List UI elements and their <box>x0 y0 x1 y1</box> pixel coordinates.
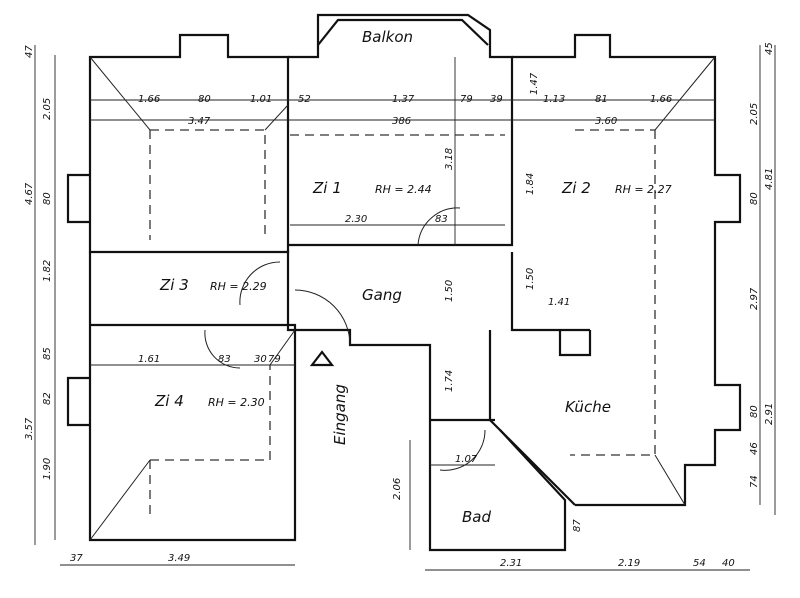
room-label-gang: Gang <box>362 286 402 304</box>
dim-text-l-4-67: 4.67 <box>24 182 35 205</box>
door-arc-zi4 <box>204 329 241 369</box>
dim-text-top-1-01: 1.01 <box>250 94 272 105</box>
dim-text-zi1-2-30: 2.30 <box>345 214 367 225</box>
dim-text-top-81: 81 <box>595 94 608 105</box>
room-label-bad: Bad <box>462 508 491 526</box>
room-label-zi4: Zi 4 <box>154 392 184 410</box>
dim-text-r-80a: 80 <box>749 192 760 205</box>
dim-text-zi4-79: 79 <box>268 354 281 365</box>
dim-text-bad-2-06: 2.06 <box>392 478 403 500</box>
room-label-zi3: Zi 3 <box>159 276 189 294</box>
dim-text-bad-87: 87 <box>572 519 583 532</box>
diag-zi4 <box>89 329 296 541</box>
dashed-zi4 <box>149 365 271 520</box>
dim-text-top-39: 39 <box>490 94 503 105</box>
dim-text-row-3-86: 386 <box>392 116 411 127</box>
room-height-zi2: RH = 2.27 <box>615 183 672 196</box>
dim-text-r-45: 45 <box>764 42 775 55</box>
dim-text-r-4-81: 4.81 <box>764 168 775 190</box>
dim-text-top-79: 79 <box>460 94 473 105</box>
dim-text-top-1-66a: 1.66 <box>138 94 160 105</box>
wall-kueche <box>488 330 592 506</box>
door-arc-zi3 <box>239 261 281 306</box>
dim-text-bot-3-49: 3.49 <box>168 553 190 564</box>
wall-left-notch <box>66 173 90 427</box>
dim-text-l-82: 82 <box>42 392 53 405</box>
dim-text-l-85: 85 <box>42 347 53 360</box>
dim-text-zi2-1-84: 1.84 <box>525 173 536 195</box>
room-label-zi2: Zi 2 <box>561 179 591 197</box>
dim-text-r-46: 46 <box>749 442 760 455</box>
dim-text-zi4-83: 83 <box>218 354 231 365</box>
wall-zi4 <box>88 252 297 542</box>
dashed-zi2 <box>570 129 656 456</box>
wall-bad <box>428 418 567 552</box>
dim-text-l-2-05: 2.05 <box>42 98 53 120</box>
dim-text-row-3-60: 3.60 <box>595 116 617 127</box>
diag-zi2 <box>654 56 716 506</box>
room-label-eingang: Eingang <box>331 384 349 445</box>
dashed-zi3 <box>149 129 266 240</box>
wall-zi2 <box>512 33 742 507</box>
dim-text-l-1-90: 1.90 <box>42 458 53 480</box>
dim-text-gang-1-50a: 1.50 <box>444 280 455 302</box>
dim-text-l-47: 47 <box>24 45 35 58</box>
dim-text-zi1-83: 83 <box>435 214 448 225</box>
dim-text-top-1-37: 1.37 <box>392 94 415 105</box>
room-height-zi4: RH = 2.30 <box>208 396 265 409</box>
wall-zi3 <box>88 33 290 254</box>
room-label-balkon: Balkon <box>362 28 413 46</box>
dim-text-top-1-66b: 1.66 <box>650 94 672 105</box>
dim-text-gang-1-50b: 1.50 <box>525 268 536 290</box>
dim-text-zi4-30: 30 <box>254 354 267 365</box>
diag-zi3 <box>89 56 289 131</box>
dim-text-zi1-3-18: 3.18 <box>444 148 455 170</box>
dim-text-bad-1-07: 1.07 <box>455 454 478 465</box>
door-arc-zi1 <box>417 207 461 246</box>
entrance-arrow-icon <box>309 350 335 367</box>
dim-text-l-3-57: 3.57 <box>24 417 35 440</box>
dim-text-bot-54: 54 <box>693 558 706 569</box>
dim-text-l-80: 80 <box>42 192 53 205</box>
room-label-kueche: Küche <box>565 398 611 416</box>
dim-text-zi4-1-61: 1.61 <box>138 354 160 365</box>
dim-text-row-3-47: 3.47 <box>188 116 211 127</box>
door-arc-bad <box>439 429 486 471</box>
dim-text-bot-37: 37 <box>70 553 83 564</box>
dim-text-top-80: 80 <box>198 94 211 105</box>
room-height-zi3: RH = 2.29 <box>210 280 267 293</box>
dim-text-r-2-05: 2.05 <box>749 103 760 125</box>
dim-text-r-2-91: 2.91 <box>764 403 775 425</box>
door-arc-entrance <box>294 289 351 346</box>
dim-text-r-74: 74 <box>749 475 760 488</box>
room-label-zi1: Zi 1 <box>312 179 342 197</box>
room-height-zi1: RH = 2.44 <box>375 183 432 196</box>
wall-zi1 <box>288 13 514 247</box>
dim-text-r-80b: 80 <box>749 405 760 418</box>
wall-balkon <box>317 18 489 46</box>
dim-text-bot-2-31: 2.31 <box>500 558 522 569</box>
dim-text-top-1-13: 1.13 <box>543 94 565 105</box>
dim-text-r-2-97: 2.97 <box>749 287 760 310</box>
dim-text-bot-40: 40 <box>722 558 735 569</box>
dim-text-l-1-82: 1.82 <box>42 260 53 282</box>
dim-text-g-1-74: 1.74 <box>444 370 455 392</box>
dim-text-top-52: 52 <box>298 94 311 105</box>
dim-text-k-1-41: 1.41 <box>548 297 570 308</box>
dim-text-bot-2-19: 2.19 <box>618 558 640 569</box>
dim-text-zi2-1-47: 1.47 <box>529 72 540 95</box>
